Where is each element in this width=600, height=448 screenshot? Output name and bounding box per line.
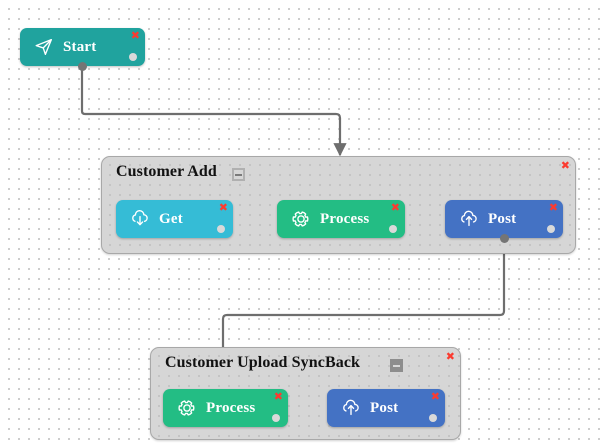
node-get[interactable]: Get ✖	[116, 200, 233, 238]
status-dot	[272, 414, 280, 422]
collapse-toggle-icon[interactable]	[390, 359, 403, 372]
close-icon[interactable]: ✖	[218, 201, 228, 214]
status-dot	[547, 225, 555, 233]
node-start-label: Start	[63, 38, 97, 55]
node-process-syncback[interactable]: Process ✖	[163, 389, 288, 427]
node-post-label: Post	[488, 210, 517, 227]
node-post-syncback[interactable]: Post ✖	[327, 389, 445, 427]
node-get-label: Get	[159, 210, 183, 227]
close-icon[interactable]: ✖	[130, 29, 140, 42]
gear-icon	[290, 208, 312, 230]
close-icon[interactable]: ✖	[390, 201, 400, 214]
node-process-customer-add[interactable]: Process ✖	[277, 200, 405, 238]
node-process-label: Process	[320, 210, 370, 227]
status-dot	[429, 414, 437, 422]
group-customer-add-title: Customer Add	[116, 163, 217, 180]
status-dot	[217, 225, 225, 233]
close-icon[interactable]: ✖	[548, 201, 558, 214]
cloud-upload-icon	[340, 397, 362, 419]
node-start[interactable]: Start ✖	[20, 28, 145, 66]
gear-icon	[176, 397, 198, 419]
port-post-customer-add-out[interactable]	[500, 234, 509, 243]
close-icon[interactable]: ✖	[430, 390, 440, 403]
node-post-customer-add[interactable]: Post ✖	[445, 200, 563, 238]
close-icon[interactable]: ✖	[560, 159, 570, 172]
cloud-upload-icon	[458, 208, 480, 230]
status-dot	[129, 53, 137, 61]
collapse-toggle-icon[interactable]	[232, 168, 245, 181]
status-dot	[389, 225, 397, 233]
send-plane-icon	[33, 36, 55, 58]
node-process-label: Process	[206, 399, 256, 416]
close-icon[interactable]: ✖	[445, 350, 455, 363]
connector-start-to-customer-add	[80, 66, 347, 157]
group-customer-upload-syncback-title: Customer Upload SyncBack	[165, 354, 361, 371]
close-icon[interactable]: ✖	[273, 390, 283, 403]
cloud-download-icon	[129, 208, 151, 230]
port-start-out[interactable]	[78, 62, 87, 71]
node-post-label: Post	[370, 399, 399, 416]
